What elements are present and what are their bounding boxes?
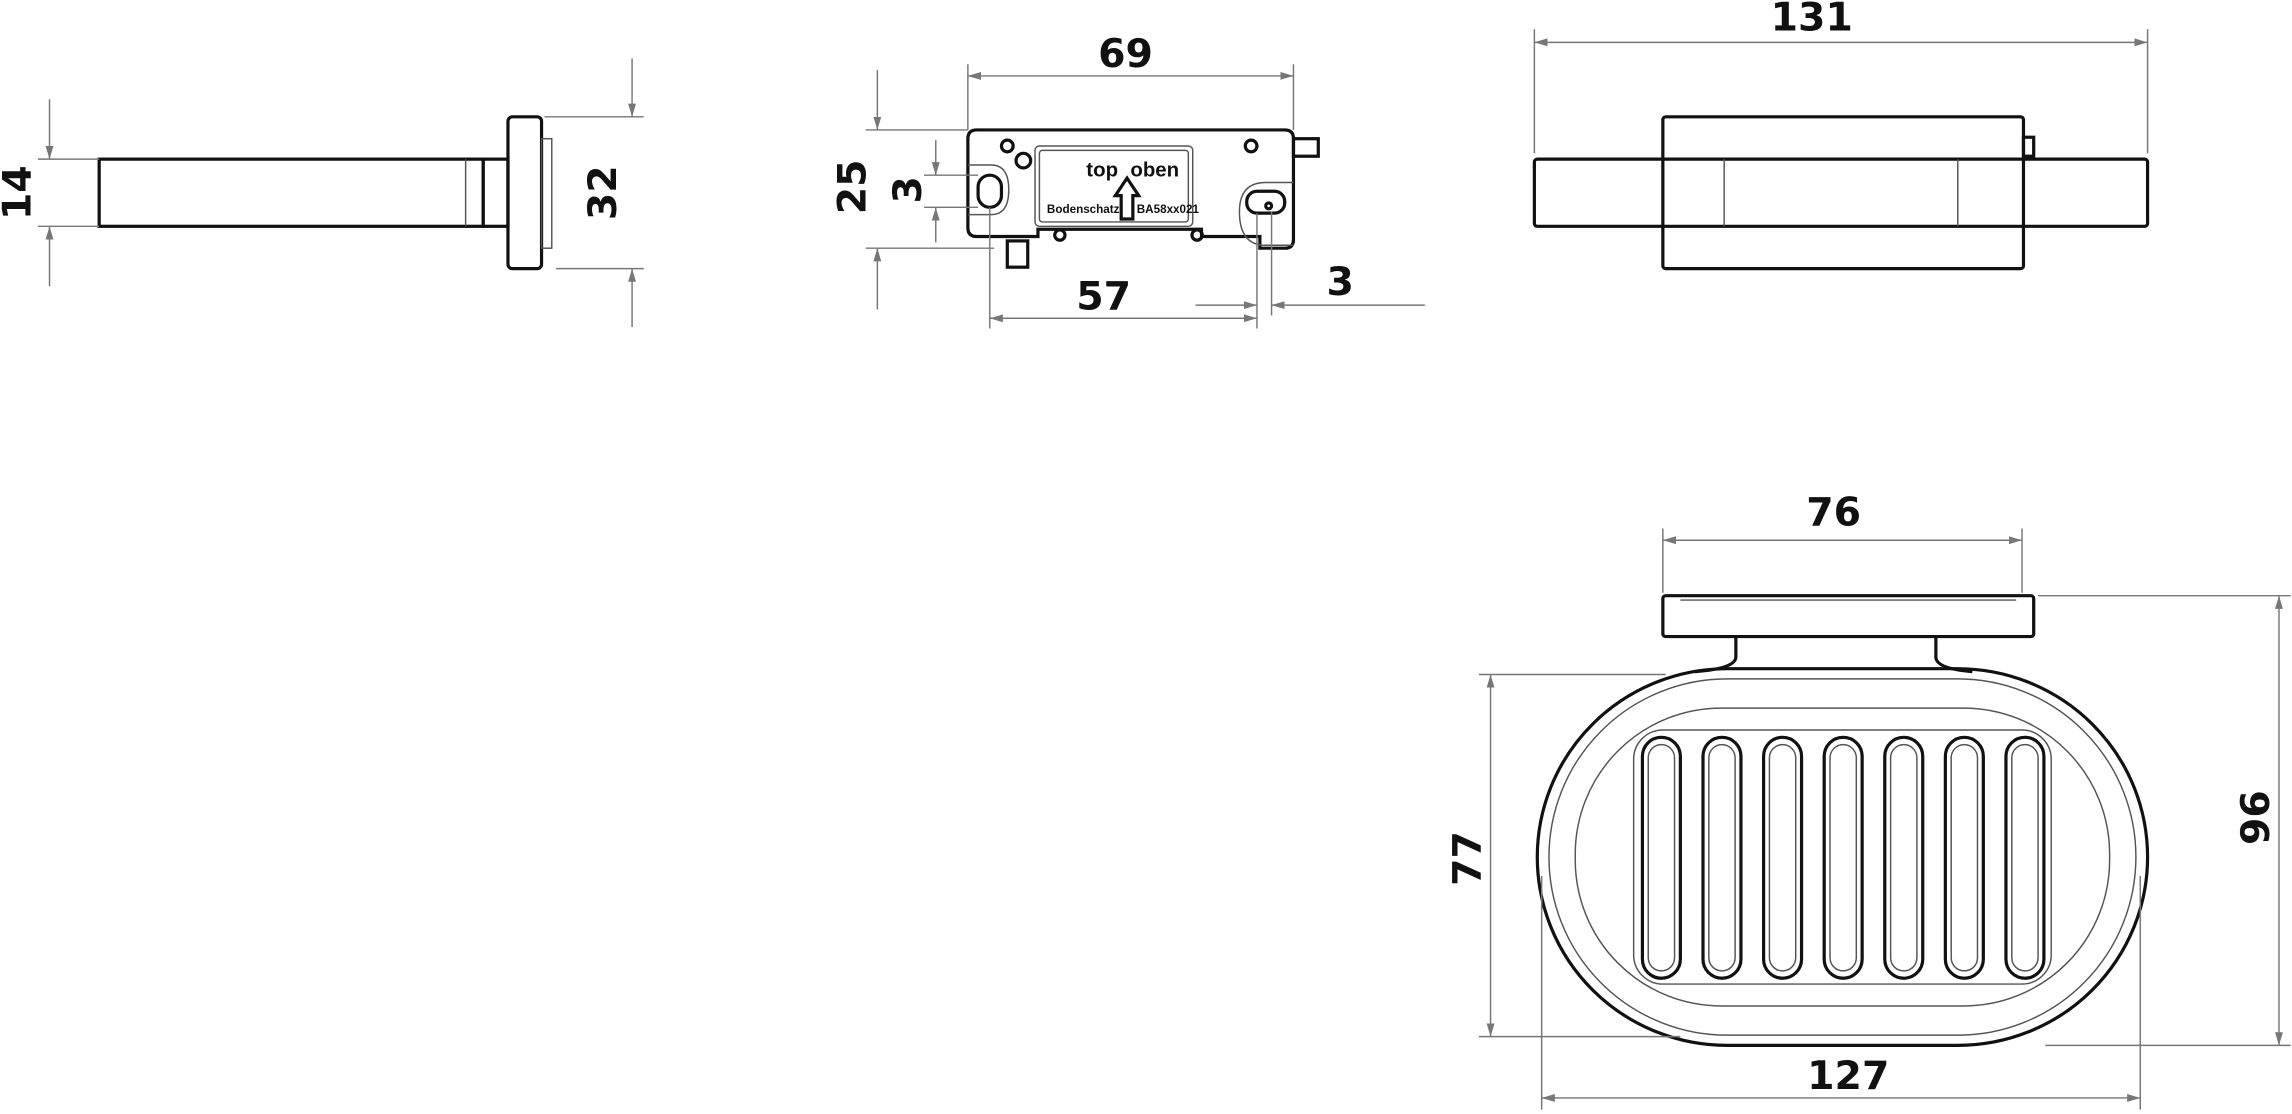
dimension-96: 96 <box>2038 594 2291 1047</box>
side-view: 14 32 <box>0 58 644 328</box>
drain-slot <box>1640 735 1682 980</box>
drain-slot <box>1829 743 1858 972</box>
dimension-131: 131 <box>1533 0 2149 154</box>
dim-label-14: 14 <box>0 165 41 220</box>
front-view: 131 <box>1532 0 2150 271</box>
drain-slot <box>1889 743 1918 972</box>
drain-slot <box>1647 743 1676 972</box>
dim-label-25: 25 <box>830 159 876 214</box>
dim-label-32: 32 <box>580 165 626 220</box>
dim-label-3-slot: 3 <box>885 176 931 203</box>
dimension-127: 127 <box>1540 876 2142 1110</box>
dimension-3-slot: 3 <box>885 140 979 243</box>
drain-slot <box>1708 743 1736 972</box>
dim-label-57: 57 <box>1076 274 1131 320</box>
soap-dish-top-view: 76 77 96 127 <box>1444 490 2291 1110</box>
drain-slot <box>1768 743 1797 972</box>
dimension-77: 77 <box>1444 673 1681 1038</box>
label-brand: Bodenschatz <box>1047 203 1120 216</box>
drain-slot <box>1883 735 1925 980</box>
drain-slot <box>1761 735 1804 980</box>
drain-slot <box>2011 743 2039 972</box>
dimension-57: 57 <box>989 207 1258 329</box>
mounting-plate-view: top oben Bodenschatz BA58xx021 69 25 3 5… <box>830 31 1425 329</box>
label-top: top <box>1086 159 1118 182</box>
dimension-76: 76 <box>1662 490 2023 593</box>
dim-label-77: 77 <box>1444 831 1490 886</box>
drain-slot <box>1822 735 1864 980</box>
dimension-25: 25 <box>830 70 995 310</box>
dimension-69: 69 <box>967 31 1295 130</box>
drain-slot <box>2004 735 2046 980</box>
drain-slot <box>1950 743 1979 972</box>
dim-label-3-offset: 3 <box>1326 259 1353 305</box>
drain-slot <box>1701 735 1743 980</box>
dimension-32: 32 <box>544 58 644 328</box>
dimension-3-offset: 3 <box>1195 211 1425 316</box>
drain-slots <box>1640 735 2046 980</box>
dimension-14: 14 <box>0 99 100 287</box>
label-oben: oben <box>1130 159 1179 182</box>
arrow-up-icon <box>1112 175 1142 221</box>
drain-slot <box>1943 735 1985 980</box>
dim-label-96: 96 <box>2233 790 2279 845</box>
dim-label-131: 131 <box>1771 0 1853 41</box>
label-code: BA58xx021 <box>1137 203 1200 216</box>
dim-label-69: 69 <box>1098 31 1153 77</box>
dim-label-127: 127 <box>1807 1053 1889 1099</box>
dim-label-76: 76 <box>1806 490 1861 536</box>
